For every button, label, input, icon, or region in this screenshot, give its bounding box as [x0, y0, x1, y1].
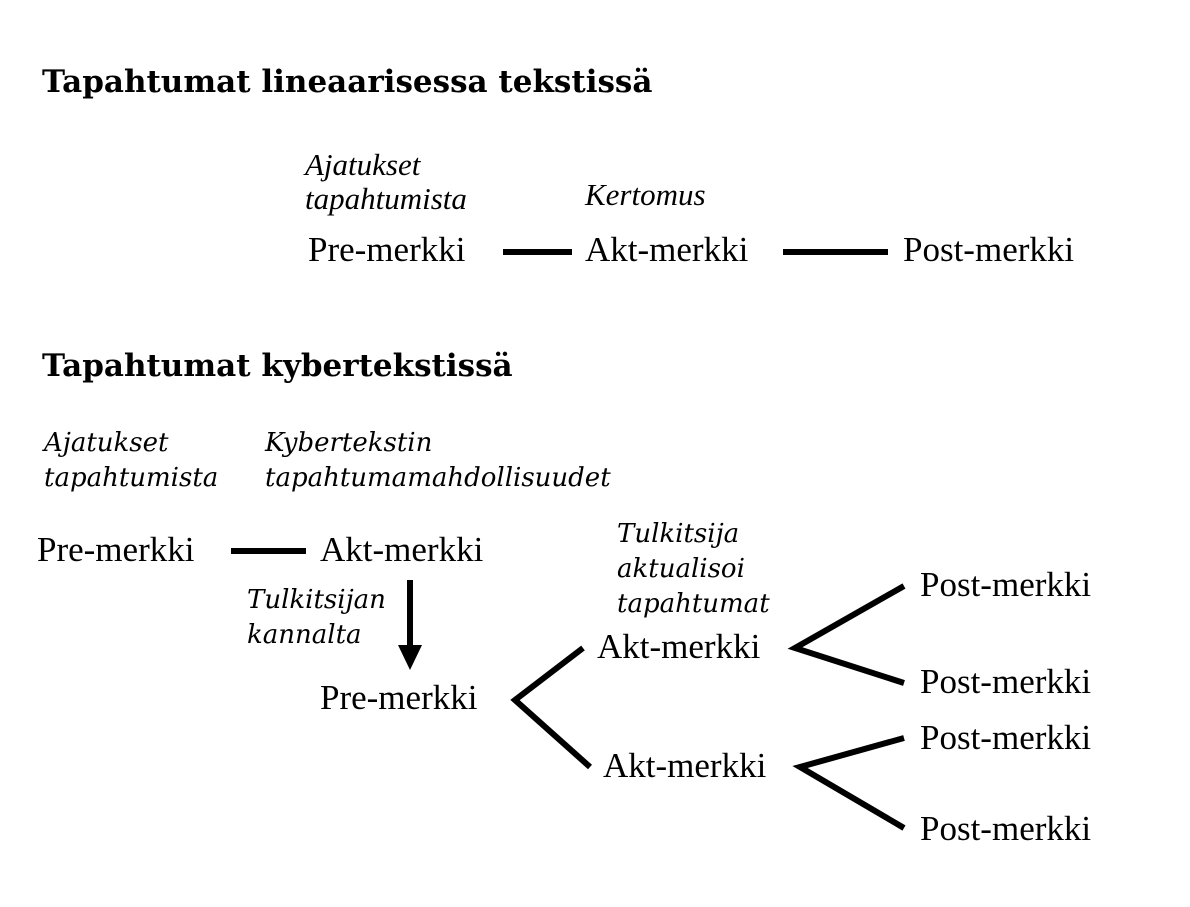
note-possibilities: Kybertekstin tapahtumamahdollisuudet: [265, 426, 611, 496]
node-akt-upper: Akt-merkki: [597, 627, 761, 666]
note-line: tapahtumista: [44, 463, 219, 493]
note-line: tapahtumat: [617, 589, 770, 619]
note-line: Tulkitsijan: [247, 585, 386, 615]
node-post-linear: Post-merkki: [903, 230, 1075, 269]
branch-pre-to-akts: [510, 645, 592, 770]
note-line: tapahtumista: [305, 181, 467, 216]
node-pre-mid: Pre-merkki: [320, 678, 478, 717]
note-line: Tulkitsija: [617, 519, 740, 549]
note-line: Kybertekstin: [265, 428, 433, 458]
note-interpreter: Tulkitsijan kannalta: [247, 583, 386, 653]
node-akt-top: Akt-merkki: [320, 530, 484, 569]
heading-linear: Tapahtumat lineaarisessa tekstissä: [42, 64, 653, 100]
note-thoughts-linear: Ajatukset tapahtumista: [305, 148, 467, 216]
note-line: Ajatukset: [44, 428, 169, 458]
node-akt-linear: Akt-merkki: [585, 230, 749, 269]
heading-cyber: Tapahtumat kybertekstissä: [42, 348, 513, 384]
note-actualizes: Tulkitsija aktualisoi tapahtumat: [617, 517, 770, 622]
arrow-down-icon: [398, 645, 422, 670]
note-line: aktualisoi: [617, 554, 745, 584]
note-thoughts-cyber: Ajatukset tapahtumista: [44, 426, 218, 496]
node-post-1: Post-merkki: [920, 565, 1092, 604]
node-post-4: Post-merkki: [920, 809, 1092, 848]
branch-akt-upper-to-posts: [787, 583, 906, 686]
node-akt-lower: Akt-merkki: [603, 746, 767, 785]
node-pre-top: Pre-merkki: [37, 530, 195, 569]
note-line: tapahtumamahdollisuudet: [265, 463, 611, 493]
note-line: Ajatukset: [305, 147, 421, 182]
note-narrative: Kertomus: [585, 177, 706, 212]
branch-akt-lower-to-posts: [792, 735, 906, 831]
node-post-2: Post-merkki: [920, 662, 1092, 701]
node-post-3: Post-merkki: [920, 718, 1092, 757]
note-line: kannalta: [247, 620, 362, 650]
node-pre-linear: Pre-merkki: [308, 230, 466, 269]
